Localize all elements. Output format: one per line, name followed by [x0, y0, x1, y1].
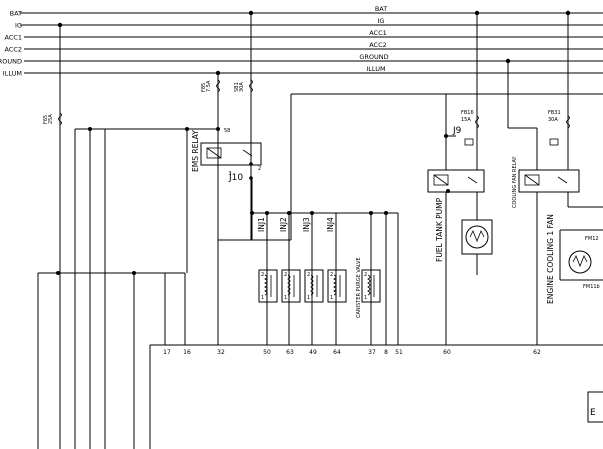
ecu-connector: E [149, 344, 603, 449]
fuse-sb1-rating: 30A [239, 82, 245, 92]
injector-labels: INJ1 INJ2 INJ3 INJ4 CANISTER PURGE VALVE [257, 217, 362, 318]
bus-inline-labels: BAT IG ACC1 ACC2 GROUND ILLUM [359, 5, 388, 73]
inj4-label: INJ4 [326, 217, 335, 232]
fuse-fb16-rating: 15A [461, 117, 471, 123]
fuse-f65-name: F65 [43, 115, 49, 124]
canister-valve: 1 2 [361, 269, 381, 303]
inj3-label: INJ3 [302, 217, 311, 232]
ems-relay-label: EMS RELAY [191, 130, 200, 172]
ecu-pin: 16 [183, 349, 191, 356]
bus-names: BAT IG ACC1 ACC2 GROUND ILLUM [0, 10, 22, 78]
junction-dots [56, 10, 571, 275]
ecu-pin: 64 [333, 349, 341, 356]
ecu-pin: 49 [309, 349, 317, 356]
injector-coils: 1 2 1 2 1 2 1 2 1 2 [258, 269, 381, 303]
bus-label-bat: BAT [375, 5, 387, 13]
bus-name-ig: IG [15, 22, 22, 30]
cooling-fan-motor-icon [568, 250, 592, 274]
bus-label-acc2: ACC2 [369, 41, 387, 49]
inj2-label: INJ2 [279, 217, 288, 232]
svg-text:2: 2 [330, 272, 333, 278]
fuse-fb31-rating: 30A [548, 117, 558, 123]
left-wiring [37, 25, 188, 449]
bus-label-acc1: ACC1 [369, 29, 387, 37]
bus-name-bat: BAT [10, 10, 22, 18]
ecu-box-label: E [590, 408, 596, 418]
fuse-f85-rating: 7.5A [206, 80, 212, 92]
ems-relay-section: F85 7.5A SB1 30A 58 3 2 EMS RELAY J10 [187, 13, 262, 345]
canister-label: CANISTER PURGE VALVE [356, 257, 362, 318]
ecu-pin: 8 [384, 349, 388, 356]
bus-name-illum: ILLUM [3, 70, 22, 78]
fuse-f65-rating: 25A [48, 114, 54, 124]
bus-name-acc2: ACC2 [4, 46, 22, 54]
cooling-fan-section: FB31 30A COOLING FAN RELAY FM12 FM11b EN… [507, 13, 603, 345]
fuel-pump-relay-box [427, 169, 485, 193]
fuel-pump-motor-icon [465, 225, 489, 249]
fan-relay-label: COOLING FAN RELAY [512, 155, 518, 208]
svg-text:1: 1 [284, 295, 287, 301]
fuse-f85-name: F85 [201, 83, 207, 92]
cooling-fan-label: ENGINE COOLING 1 FAN [546, 214, 555, 304]
fuse-fb16-name: FB16 [461, 110, 474, 116]
fuel-pump-section: FB16 15A J9 FUEL TANK PUMP [252, 13, 603, 345]
motor-symbol [572, 255, 588, 268]
bus-label-ig: IG [378, 17, 385, 25]
svg-text:1: 1 [261, 295, 264, 301]
connector-j9: J9 [452, 126, 462, 136]
ecu-pin: 50 [263, 349, 271, 356]
svg-text:2: 2 [307, 272, 310, 278]
ecu-pin: 32 [217, 349, 225, 356]
ecu-box [587, 391, 603, 423]
cooling-fan-relay-box [518, 169, 580, 193]
ecu-pin: 17 [163, 349, 171, 356]
ems-relay-box [200, 142, 262, 166]
bus-lines [20, 12, 603, 74]
fuse-f65: F65 25A [43, 112, 62, 126]
ecu-pin: 63 [286, 349, 294, 356]
bus-label-ground: GROUND [359, 53, 388, 61]
pin-label: 58 [224, 128, 230, 134]
ecu-pin: 60 [443, 349, 451, 356]
ems-relay-contact [242, 149, 253, 157]
injector-4: 1 2 [327, 269, 347, 303]
fm12-label: FM12 [585, 236, 599, 242]
relay-pin-label: 3 [228, 171, 231, 177]
injector-1: 1 2 [258, 269, 278, 303]
inj1-label: INJ1 [257, 217, 266, 232]
injector-3: 1 2 [304, 269, 324, 303]
bus-name-acc1: ACC1 [4, 34, 22, 42]
ecu-pins: 17 16 32 50 63 49 64 37 8 51 60 62 [163, 349, 541, 356]
relay-pin-label: 2 [258, 166, 261, 172]
fuse-sb1-name: SB1 [234, 82, 240, 92]
ems-relay-coil [206, 147, 222, 159]
svg-text:2: 2 [364, 272, 367, 278]
fuse-fb31-name: FB31 [548, 110, 561, 116]
svg-text:2: 2 [261, 272, 264, 278]
svg-text:2: 2 [284, 272, 287, 278]
injector-feed [218, 178, 399, 345]
svg-text:1: 1 [307, 295, 310, 301]
svg-text:1: 1 [330, 295, 333, 301]
bus-label-illum: ILLUM [366, 65, 385, 73]
ecu-pin: 62 [533, 349, 541, 356]
svg-text:1: 1 [364, 295, 367, 301]
injector-2: 1 2 [281, 269, 301, 303]
fuel-pump-label: FUEL TANK PUMP [435, 197, 444, 262]
connector-j10: J10 [228, 173, 243, 183]
fm11-label: FM11b [583, 284, 600, 290]
motor-symbol [469, 230, 485, 243]
ecu-pin: 51 [395, 349, 403, 356]
bus-name-ground: GROUND [0, 58, 22, 66]
ecu-pin: 37 [368, 349, 376, 356]
